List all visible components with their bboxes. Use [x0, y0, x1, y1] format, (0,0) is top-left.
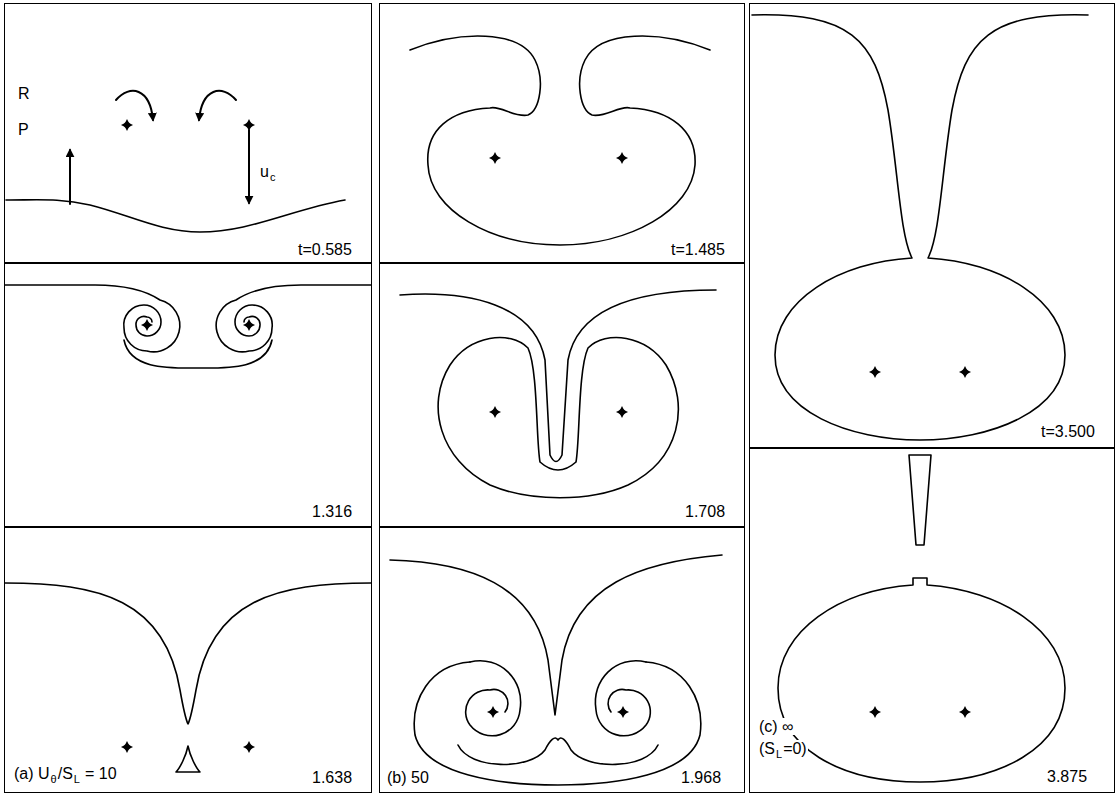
panel-label: 1.316 [311, 503, 353, 520]
label-line: (SL=0) [758, 739, 808, 764]
flame-front [6, 200, 345, 232]
panel-label: (c) ∞ [758, 718, 795, 735]
flame-front [124, 340, 272, 368]
label-line: P [17, 120, 30, 139]
panel-label: t=1.485 [670, 241, 726, 258]
flame-speed-arrow [69, 150, 71, 204]
flame-front [414, 662, 701, 785]
flame-front [752, 15, 1088, 440]
flame-front [410, 36, 710, 245]
figure-panel: t=1.485 [379, 3, 745, 263]
panel-label: (a) U [13, 765, 51, 782]
label-line: 1.638 [311, 768, 353, 787]
flame-front [5, 285, 180, 352]
panel-label: R [17, 85, 31, 102]
label-line: (a) Uθ/SL = 10 [13, 764, 118, 789]
panel-label: L [74, 773, 80, 785]
figure-panel: (c) ∞ (SL=0) 3.875 [749, 448, 1115, 793]
flame-front [438, 338, 678, 498]
flame-fragment [909, 455, 931, 545]
rotation-arrow [199, 91, 236, 120]
flame-front [778, 578, 1065, 782]
label-line: (c) ∞ [758, 717, 795, 736]
label-line: uc [259, 162, 275, 187]
flame-front [390, 555, 722, 715]
flame-front [458, 738, 658, 764]
panel-label: t=0.585 [297, 241, 353, 258]
label-line: t=0.585 [297, 240, 353, 259]
label-line: 1.708 [684, 502, 726, 521]
figure-panel: (b) 50 1.968 [379, 527, 745, 793]
panel-label: 1.968 [680, 769, 722, 786]
vortex-centres [121, 119, 971, 753]
panel-label: t=3.500 [1040, 423, 1096, 440]
panel-label: 1.708 [684, 503, 726, 520]
panel-label: = 10 [84, 765, 118, 782]
label-line: (b) 50 [386, 768, 430, 787]
label-line: 1.968 [680, 768, 722, 787]
label-line: 3.875 [1046, 767, 1088, 786]
figure-panel: 1.316 [4, 263, 372, 527]
panel-label: 1.638 [311, 769, 353, 786]
flame-pocket [176, 746, 200, 772]
label-line: R [17, 84, 31, 103]
figure-panel: R Puc t=0.585 [4, 3, 372, 263]
rotation-arrow [116, 91, 153, 120]
panel-label: /S [57, 765, 74, 782]
panel-label: (b) 50 [386, 769, 430, 786]
panel-label: u [259, 163, 270, 180]
panel-label: θ [51, 773, 57, 785]
panel-label: 3.875 [1046, 768, 1088, 785]
panel-label: P [17, 121, 30, 138]
panel-label: =0) [782, 740, 808, 757]
flame-front [400, 290, 716, 462]
flame-front [5, 583, 371, 724]
label-line: 1.316 [311, 502, 353, 521]
vortex-velocity-arrow [248, 130, 250, 203]
flame-front [466, 661, 521, 736]
flame-front [216, 285, 371, 352]
panel-label: c [270, 171, 276, 183]
label-line: t=3.500 [1040, 422, 1096, 441]
panel-label: (S [758, 740, 776, 757]
flame-front [595, 661, 650, 736]
label-line: t=1.485 [670, 240, 726, 259]
figure-panel: t=3.500 [749, 3, 1115, 448]
figure-panel: 1.708 [379, 263, 745, 527]
figure-panel: (a) Uθ/SL = 10 1.638 [4, 527, 372, 793]
